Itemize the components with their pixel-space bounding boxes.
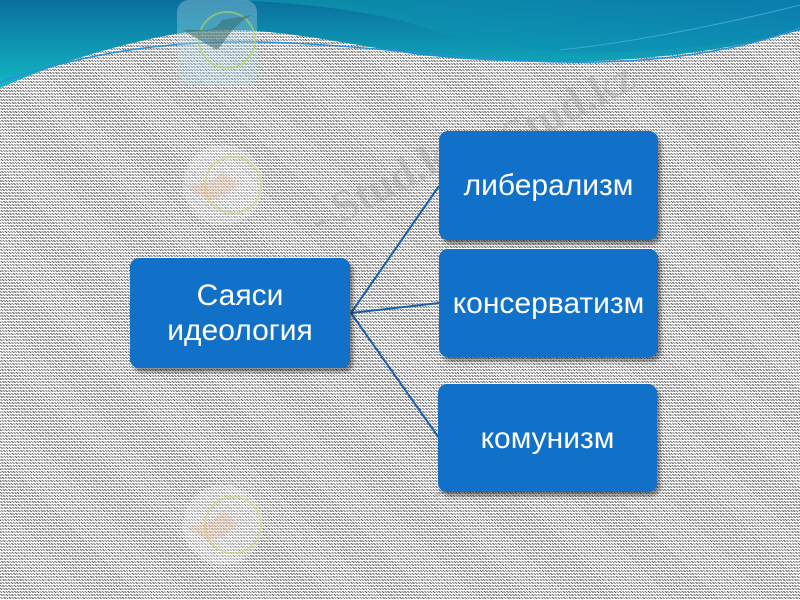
connector-line <box>350 312 440 439</box>
child-node-liberalism: либерализм <box>439 131 658 240</box>
child-node-label: консерватизм <box>452 286 645 320</box>
child-node-label: комунизм <box>480 421 615 455</box>
root-node-label-line2: идеология <box>167 314 313 347</box>
child-node-communism: комунизм <box>438 384 657 492</box>
connector-line <box>350 302 440 314</box>
root-node-political-ideology: Саяси идеология <box>130 258 350 368</box>
connector-line <box>350 185 440 314</box>
child-node-conservatism: консерватизм <box>439 249 658 357</box>
root-node-label-line1: Саяси <box>196 279 284 312</box>
child-node-label: либерализм <box>463 169 634 202</box>
